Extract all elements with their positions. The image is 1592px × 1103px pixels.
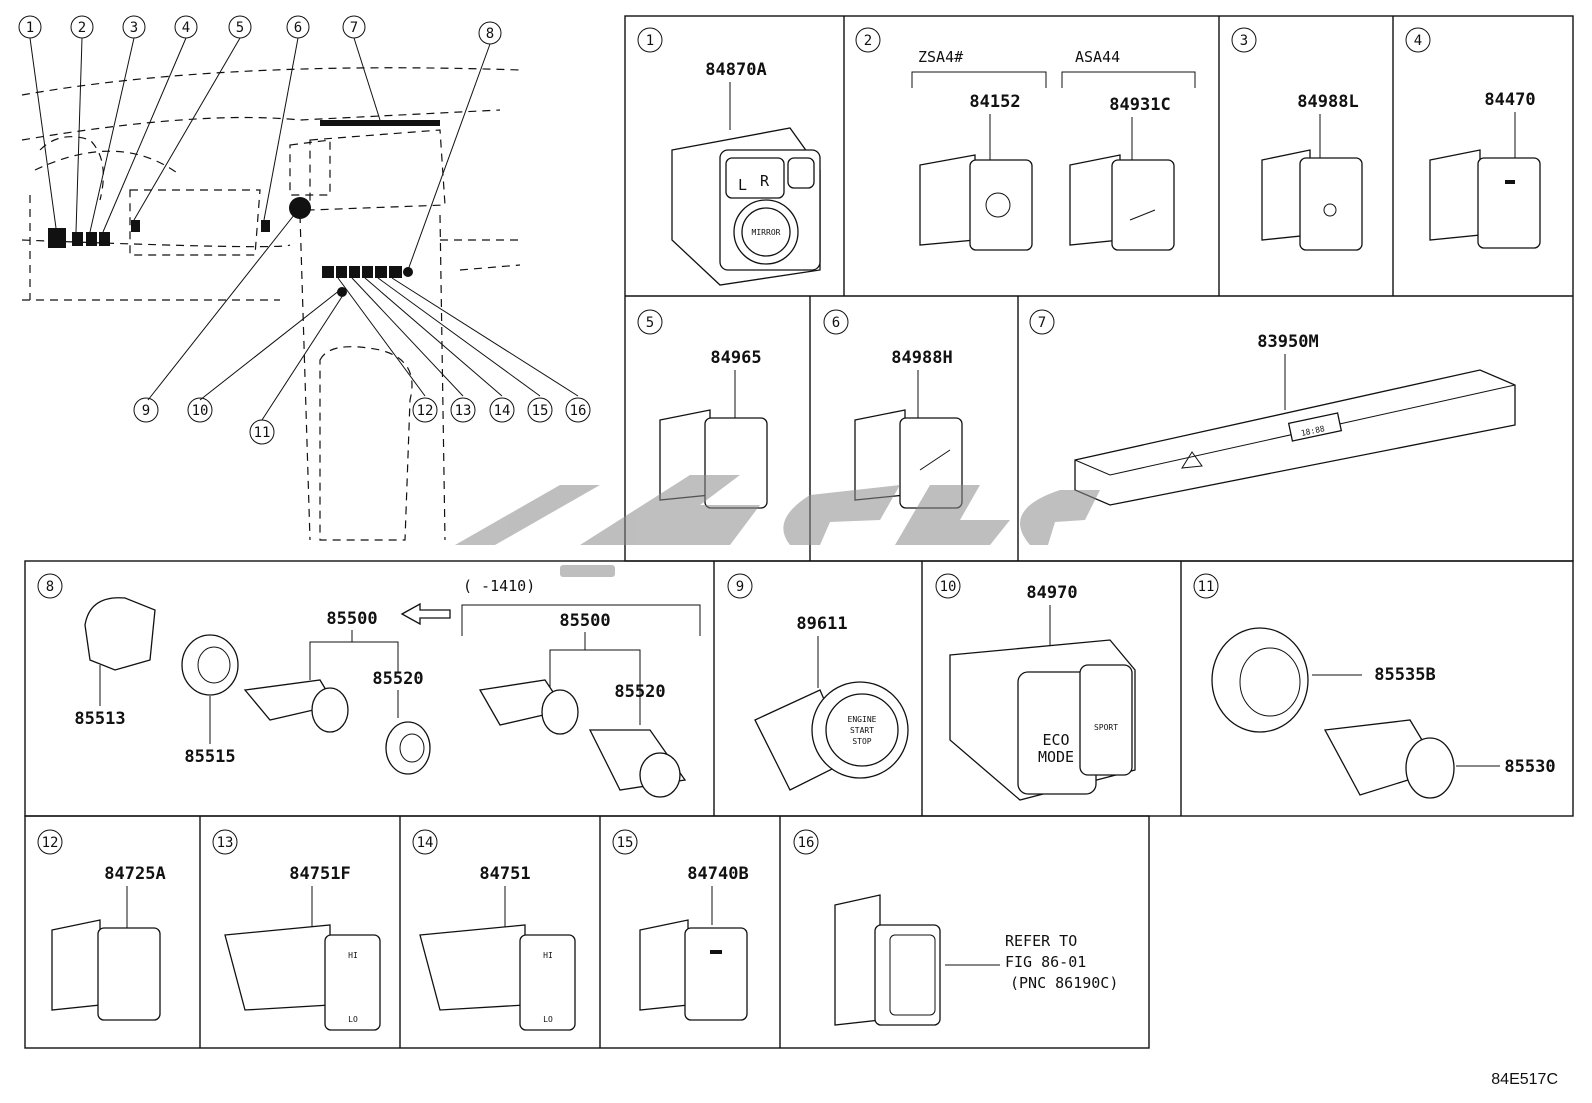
cell-7-clock-panel: 7 83950M 18:88 bbox=[1029, 309, 1516, 506]
cell-index-4: 4 bbox=[1414, 33, 1422, 49]
cell-index-10: 10 bbox=[940, 579, 957, 595]
cell-4-switch: 4 84470 bbox=[1405, 27, 1541, 249]
cell-12-switch: 12 84725A bbox=[37, 829, 166, 1021]
cell-14-seat-heater: 14 84751 HI LO bbox=[412, 829, 576, 1031]
part-number-85500-b: 85500 bbox=[559, 611, 610, 631]
part-number-85513: 85513 bbox=[74, 709, 125, 729]
callout-6: 6 bbox=[294, 20, 302, 36]
diagram-code: 84E517C bbox=[1491, 1071, 1558, 1088]
mirror-right-label: R bbox=[760, 172, 770, 190]
cell-3-switch: 3 84988L bbox=[1231, 27, 1363, 251]
callout-3: 3 bbox=[130, 20, 138, 36]
cell-15-switch: 15 84740B bbox=[612, 829, 749, 1021]
seat-heat-hi-2: HI bbox=[543, 951, 553, 960]
cell-index-7: 7 bbox=[1038, 315, 1046, 331]
callout-9: 9 bbox=[142, 403, 150, 419]
part-number-85500-a: 85500 bbox=[326, 609, 377, 629]
part-number-84152: 84152 bbox=[969, 92, 1020, 112]
callout-15: 15 bbox=[532, 403, 549, 419]
callout-2: 2 bbox=[78, 20, 86, 36]
part-number-89611: 89611 bbox=[796, 614, 847, 634]
part-number-84740B: 84740B bbox=[687, 864, 748, 884]
callout-1: 1 bbox=[26, 20, 34, 36]
callout-10: 10 bbox=[192, 403, 209, 419]
group-label-asa44: ASA44 bbox=[1075, 48, 1120, 66]
cell-index-13: 13 bbox=[217, 835, 234, 851]
cell-index-6: 6 bbox=[832, 315, 840, 331]
sport-label: SPORT bbox=[1094, 723, 1118, 732]
part-number-84751: 84751 bbox=[479, 864, 530, 884]
callout-14: 14 bbox=[494, 403, 511, 419]
overview-callouts: 1 2 3 4 5 6 7 8 9 10 11 12 13 14 15 16 bbox=[18, 15, 591, 445]
cell-16-switch: 16 REFER TO FIG 86-01 (PNC 86190C) bbox=[793, 829, 1118, 1026]
callout-11: 11 bbox=[254, 425, 271, 441]
callout-7: 7 bbox=[350, 20, 358, 36]
cell-1-mirror-switch: 1 84870A L R MIRROR bbox=[637, 27, 821, 286]
cell-index-1: 1 bbox=[646, 33, 654, 49]
mirror-knob-label: MIRROR bbox=[752, 228, 781, 237]
part-number-84725A: 84725A bbox=[104, 864, 165, 884]
seat-heat-lo-2: LO bbox=[543, 1015, 553, 1024]
cell-index-5: 5 bbox=[646, 315, 654, 331]
refer-line-3: (PNC 86190C) bbox=[1010, 974, 1118, 992]
refer-line-1: REFER TO bbox=[1005, 932, 1077, 950]
refer-line-2: FIG 86-01 bbox=[1005, 953, 1086, 971]
eco-mode-line1: ECO bbox=[1042, 731, 1069, 749]
part-number-84751F: 84751F bbox=[289, 864, 350, 884]
part-number-85520-a: 85520 bbox=[372, 669, 423, 689]
callout-8: 8 bbox=[486, 26, 494, 42]
seat-heat-hi: HI bbox=[348, 951, 358, 960]
part-number-84970: 84970 bbox=[1026, 583, 1077, 603]
start-button-line3: STOP bbox=[852, 737, 871, 746]
part-number-84931C: 84931C bbox=[1109, 95, 1170, 115]
cell-grid bbox=[24, 15, 1574, 1049]
cell-index-2: 2 bbox=[864, 33, 872, 49]
mirror-left-label: L bbox=[738, 176, 747, 194]
part-number-85520-b: 85520 bbox=[614, 682, 665, 702]
cell-index-14: 14 bbox=[417, 835, 434, 851]
cell-index-3: 3 bbox=[1240, 33, 1248, 49]
cell-10-drive-mode-switch: 10 84970 ECO MODE SPORT bbox=[935, 573, 1136, 801]
start-button-line2: START bbox=[850, 726, 874, 735]
cell-2-switches: 2 ZSA4# ASA44 84152 84931C bbox=[855, 27, 1196, 251]
part-number-84988L: 84988L bbox=[1297, 92, 1358, 112]
part-number-85535B: 85535B bbox=[1374, 665, 1435, 685]
serial-note: ( -1410) bbox=[463, 577, 535, 595]
part-number-84988H: 84988H bbox=[891, 348, 952, 368]
cell-index-8: 8 bbox=[46, 579, 54, 595]
dashboard-overview: 1 2 3 4 5 6 7 8 9 10 11 12 13 14 15 16 bbox=[18, 15, 591, 541]
cell-index-16: 16 bbox=[798, 835, 815, 851]
callout-13: 13 bbox=[455, 403, 472, 419]
eco-mode-line2: MODE bbox=[1038, 748, 1074, 766]
cell-index-9: 9 bbox=[736, 579, 744, 595]
cell-index-12: 12 bbox=[42, 835, 59, 851]
part-number-84965: 84965 bbox=[710, 348, 761, 368]
watermark-logo bbox=[455, 475, 1100, 577]
cell-9-start-button: 9 89611 ENGINE START STOP bbox=[727, 573, 909, 791]
cell-13-seat-heater: 13 84751F HI LO bbox=[212, 829, 381, 1031]
cell-8-power-outlets: 8 ( -1410) 85513 85515 85500 85520 85500… bbox=[37, 573, 701, 798]
callout-16: 16 bbox=[570, 403, 587, 419]
part-number-84470: 84470 bbox=[1484, 90, 1535, 110]
cell-index-11: 11 bbox=[1198, 579, 1215, 595]
part-number-84870A: 84870A bbox=[705, 60, 766, 80]
cell-11-outlet: 11 85535B 85530 bbox=[1193, 573, 1556, 799]
cell-index-15: 15 bbox=[617, 835, 634, 851]
group-label-zsa4: ZSA4# bbox=[918, 48, 963, 66]
part-number-85530: 85530 bbox=[1504, 757, 1555, 777]
callout-4: 4 bbox=[182, 20, 190, 36]
seat-heat-lo: LO bbox=[348, 1015, 358, 1024]
callout-12: 12 bbox=[417, 403, 434, 419]
part-number-83950M: 83950M bbox=[1257, 332, 1318, 352]
cell-6-switch: 6 84988H bbox=[823, 309, 963, 509]
start-button-line1: ENGINE bbox=[848, 715, 877, 724]
part-number-85515: 85515 bbox=[184, 747, 235, 767]
callout-5: 5 bbox=[236, 20, 244, 36]
